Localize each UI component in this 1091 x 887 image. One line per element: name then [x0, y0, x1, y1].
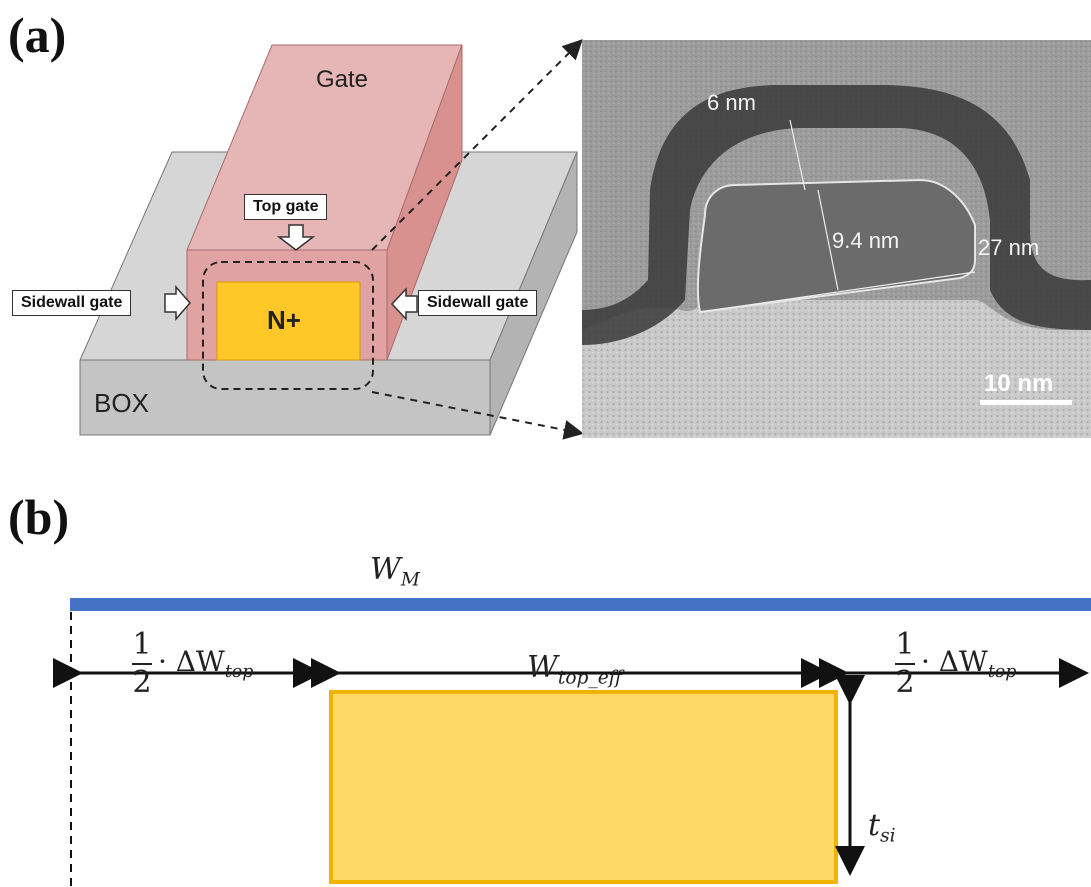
top-gate-callout: Top gate — [244, 194, 328, 220]
width-diagram — [53, 598, 1091, 887]
cross-section-highlight — [202, 261, 374, 390]
tem-fin-width-label: 27 nm — [978, 235, 1040, 260]
top-gate-arrow — [276, 224, 316, 251]
zoom-line-bottom — [371, 391, 584, 440]
panel-a-label: (a) — [8, 7, 67, 63]
weff-label: Wtop_eff — [527, 650, 622, 689]
box-label: BOX — [94, 388, 149, 418]
wm-label: WM — [370, 552, 420, 591]
tem-oxide-thickness-label: 6 nm — [707, 90, 756, 115]
tem-image — [582, 40, 1091, 438]
channel-label: N+ — [267, 305, 301, 335]
tsi-label: tsi — [868, 808, 896, 847]
gate-label: Gate — [316, 66, 369, 93]
panel-b-label: (b) — [8, 489, 70, 545]
zoom-line-top — [371, 39, 583, 251]
channel-n-plus — [216, 281, 361, 361]
sidewall-gate-right-callout: Sidewall gate — [418, 290, 538, 316]
device-schematic — [79, 39, 1091, 440]
sidewall-left-arrow — [164, 285, 191, 321]
tem-scale-bar — [980, 400, 1072, 405]
silicon-body — [329, 690, 838, 884]
sidewall-gate-left-callout: Sidewall gate — [12, 290, 132, 316]
box-front-face — [79, 359, 491, 436]
metal-width-bar — [70, 598, 1091, 611]
sidewall-right-arrow — [390, 287, 418, 321]
tem-scale-label: 10 nm — [984, 370, 1054, 397]
tem-fin-thickness-label: 9.4 nm — [832, 228, 900, 253]
